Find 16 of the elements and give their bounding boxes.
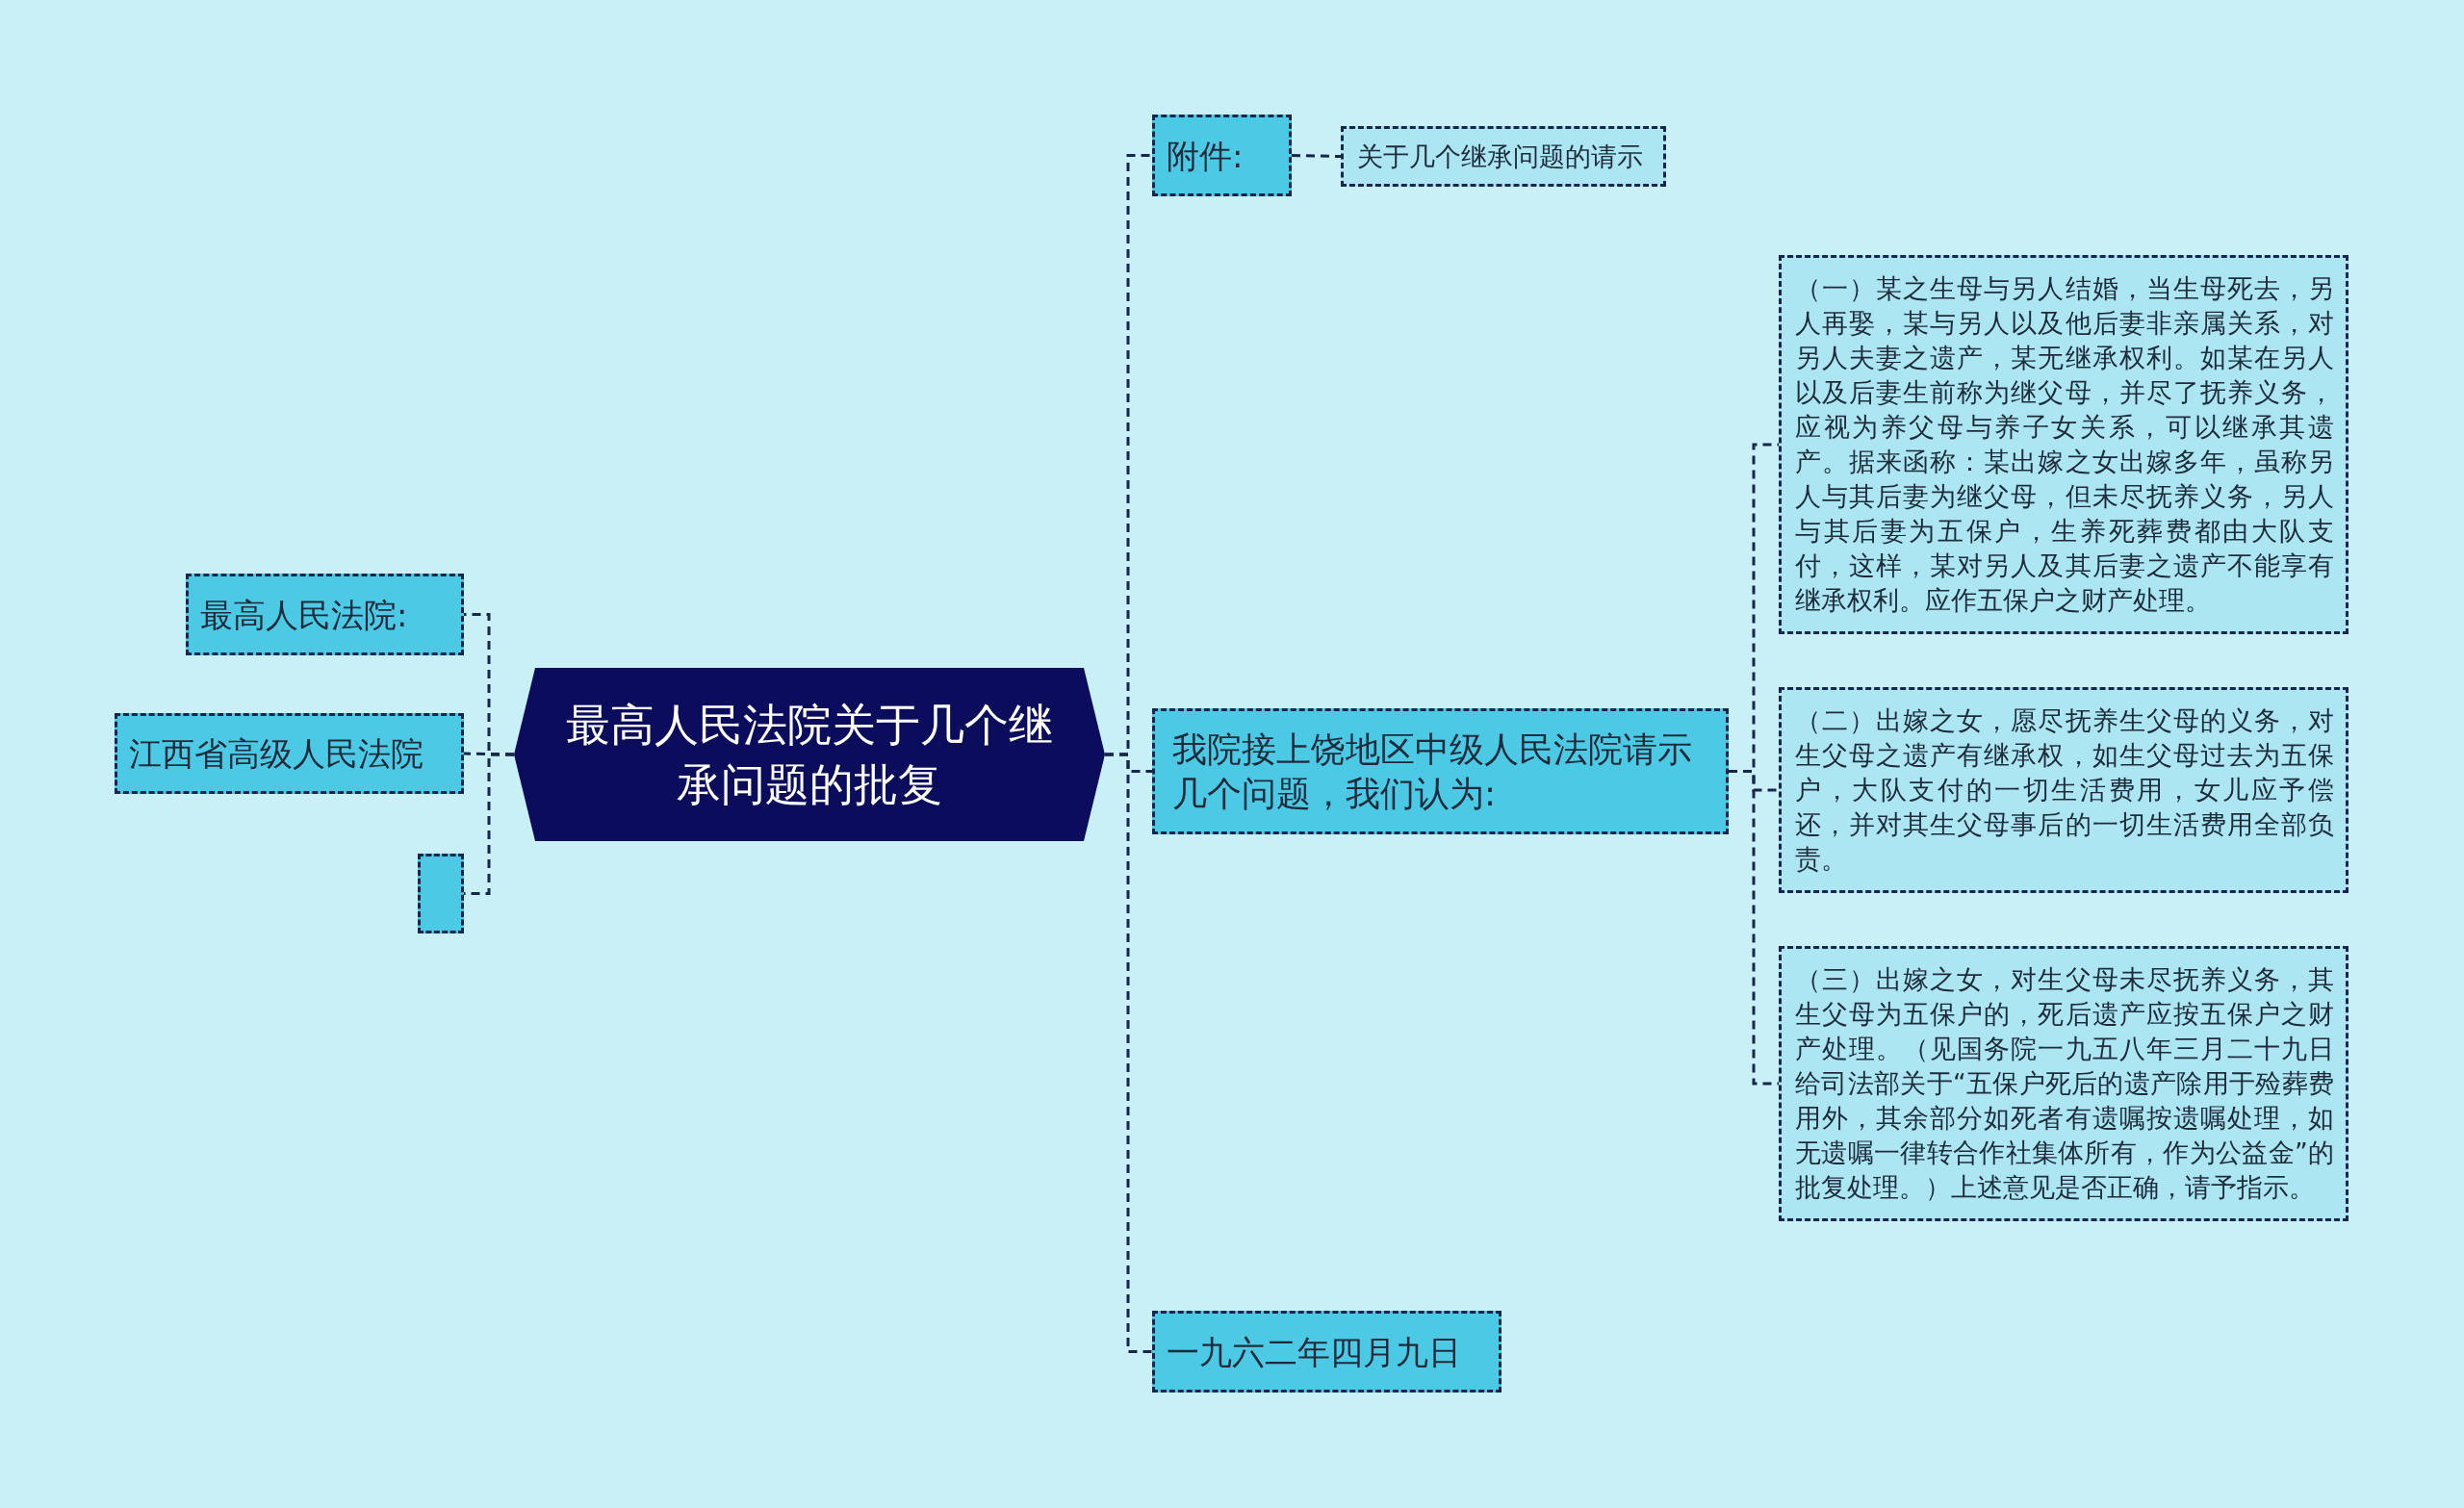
topic-box: 我院接上饶地区中级人民法院请示几个问题，我们认为: [1152, 708, 1729, 834]
root-hexagon: 最高人民法院关于几个继承问题的批复 [514, 668, 1105, 841]
note-box: 关于几个继承问题的请示 [1341, 126, 1666, 187]
connector-line [463, 752, 515, 756]
topic-box: 最高人民法院: [186, 574, 464, 655]
note-box: （二）出嫁之女，愿尽抚养生父母的义务，对生父母之遗产有继承权，如生父母过去为五保户，大队支付的一切生活费用，女儿应予偿还，并对其生父母事后的一切生活费用全部负责。 [1779, 687, 2348, 893]
topic-box: 江西省高级人民法院 [115, 713, 464, 794]
empty-box [418, 854, 464, 933]
connector-line [1291, 154, 1342, 158]
connector-line [1105, 753, 1152, 1353]
note-box: （一）某之生母与另人结婚，当生母死去，另人再娶，某与另人以及他后妻非亲属关系，对另人夫妻之遗产，某无继承权利。如某在另人以及后妻生前称为继父母，并尽了抚养义务，应视为养父母与养子女关系，可以继承其遗产。据来函称：某出嫁之女出嫁多年，虽称另人与其后妻为继父母，但未尽抚养义务，另人与其后妻为五保户，生养死葬费都由大队支付，这样，某对另人及其后妻之遗产不能享有继承权利。应作五保户之财产处理。 [1779, 255, 2348, 634]
connector-line [1729, 770, 1779, 1086]
note-box: （三）出嫁之女，对生父母未尽抚养义务，其生父母为五保户的，死后遗产应按五保户之财产处理。（见国务院一九五八年三月二十九日给司法部关于“五保户死后的遗产除用于殓葬费用外，其余部分如死者有遗嘱按遗嘱处理，如无遗嘱一律转合作社集体所有，作为公益金”的批复处理。）上述意见是否正确，请予指示。 [1779, 946, 2348, 1221]
connector-line [464, 753, 514, 895]
date-box: 一九六二年四月九日 [1152, 1311, 1502, 1393]
topic-box: 附件: [1152, 115, 1292, 196]
